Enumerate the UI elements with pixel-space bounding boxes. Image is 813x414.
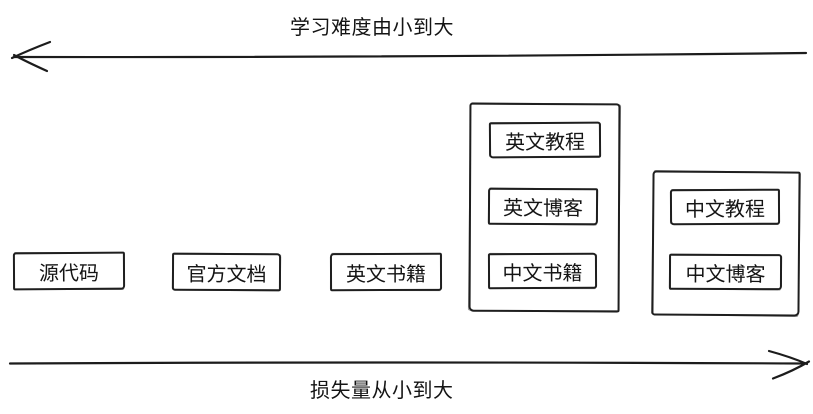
node-chinese-blogs: 中文博客	[668, 253, 783, 291]
top-axis-label: 学习难度由小到大	[290, 15, 454, 39]
node-official-docs: 官方文档	[171, 252, 282, 292]
node-chinese-tutorials: 中文教程	[669, 188, 781, 226]
node-english-tutorials: 英文教程	[488, 121, 602, 159]
node-chinese-books: 中文书籍	[487, 252, 598, 290]
node-english-books: 英文书籍	[329, 252, 443, 292]
node-source-code: 源代码	[12, 251, 126, 291]
node-english-blogs: 英文博客	[487, 187, 599, 226]
bottom-axis-label: 损失量从小到大	[310, 378, 454, 402]
